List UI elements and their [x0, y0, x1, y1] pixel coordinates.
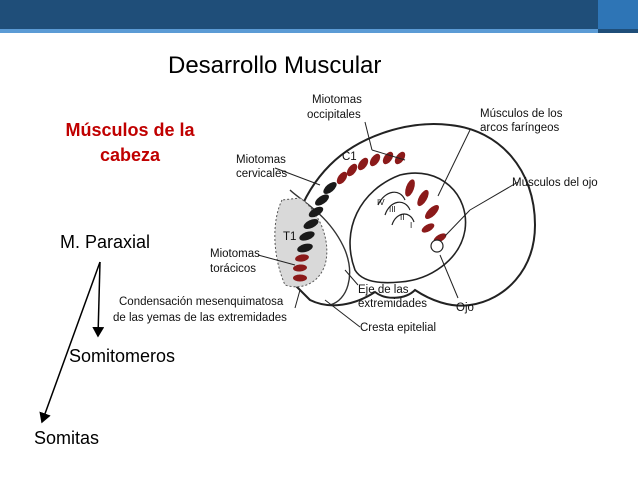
- label-occipital-1: Miotomas: [312, 94, 362, 106]
- arrow-to-somitomeros: [98, 262, 100, 336]
- arrow-to-somitas: [42, 262, 100, 422]
- label-arch-1: Músculos de los: [480, 108, 563, 120]
- leader-line: [365, 122, 372, 150]
- label-limb-axis-2: extremidades: [358, 298, 427, 310]
- label-limb-axis-1: Eje de las: [358, 284, 409, 296]
- occipital-myotome: [368, 152, 383, 168]
- label-eye: Ojo: [456, 302, 474, 314]
- leader-line: [295, 290, 300, 308]
- occipital-myotome: [381, 150, 396, 166]
- label-cervical-2: cervicales: [236, 168, 287, 180]
- label-arch-2: arcos faríngeos: [480, 122, 560, 134]
- label-occipital-2: occipitales: [307, 109, 361, 121]
- label-condensation-1: Condensación mesenquimatosa: [119, 296, 284, 308]
- label-toracic-1: Miotomas: [210, 248, 260, 260]
- label-toracic-2: torácicos: [210, 263, 256, 275]
- cervical-myotome: [313, 192, 331, 208]
- label-roman-i: I: [410, 221, 412, 230]
- arch-muscle: [403, 178, 417, 198]
- label-cervical-1: Miotomas: [236, 154, 286, 166]
- arch-muscle: [423, 203, 441, 221]
- leader-line: [470, 182, 518, 210]
- leader-line: [438, 130, 470, 196]
- eye-muscle: [420, 221, 436, 234]
- label-eye-muscles: Músculos del ojo: [512, 177, 598, 189]
- label-roman-iii: III: [389, 205, 396, 214]
- label-t1: T1: [283, 231, 296, 243]
- thoracic-myotome: [293, 275, 307, 282]
- label-c1: C1: [342, 151, 357, 163]
- label-roman-iv: IV: [377, 198, 385, 207]
- label-roman-ii: II: [400, 213, 404, 222]
- label-ridge: Cresta epitelial: [360, 322, 436, 334]
- arch-muscle: [415, 188, 431, 208]
- eye-circle: [431, 240, 443, 252]
- label-condensation-2: de las yemas de las extremidades: [113, 312, 287, 324]
- cervical-myotome: [321, 180, 338, 196]
- embryo-outline: [289, 124, 535, 306]
- occipital-myotome: [356, 156, 371, 172]
